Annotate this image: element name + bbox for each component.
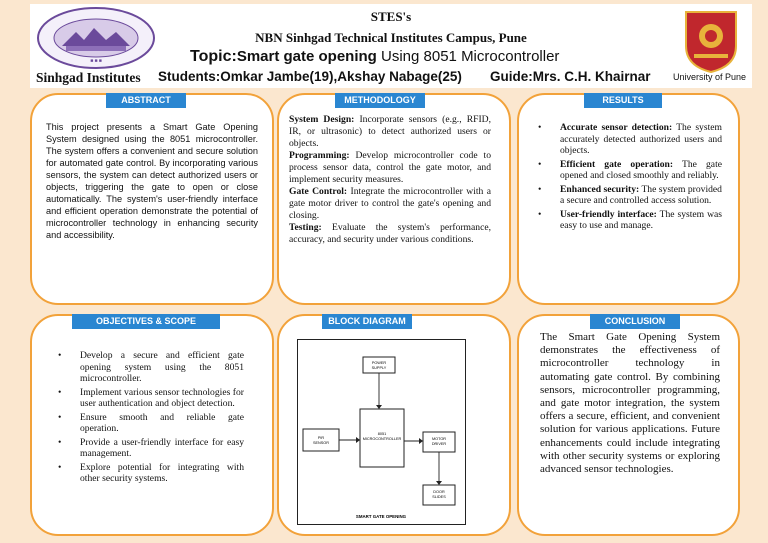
results-list: Accurate sensor detection: The system ac…	[534, 122, 722, 234]
methodology-desc: Integrate the microcontroller with a gat…	[289, 186, 491, 221]
results-desc: The system was easy to use and manage.	[560, 208, 723, 232]
methodology-item: Programming: Develop microcontroller cod…	[289, 150, 491, 186]
results-item: Efficient gate operation: The gate opene…	[534, 159, 722, 182]
mcu-label-2: MICROCONTROLLER	[363, 437, 402, 441]
methodology-term: System Design:	[289, 114, 355, 125]
results-term: Enhanced security:	[560, 183, 640, 195]
pir-sensor-block	[302, 428, 340, 452]
mcu-label-1: 8051	[378, 432, 386, 436]
power-supply-block	[362, 356, 396, 374]
objectives-item: Develop a secure and efficient gate open…	[54, 350, 244, 385]
driver-label-2: DRIVER	[432, 442, 447, 446]
methodology-desc: Incorporate sensors (e.g., RFID, IR, or …	[289, 114, 491, 149]
results-desc: The gate opened and closed smoothly and …	[560, 158, 722, 182]
topic-title: Smart gate opening	[236, 48, 377, 65]
poster-header: ■ ■ ■ Sinhgad Institutes STES's NBN Sinh…	[30, 4, 752, 88]
conclusion-text: The Smart Gate Opening System demonstrat…	[540, 331, 720, 476]
svg-text:■ ■ ■: ■ ■ ■	[90, 59, 102, 64]
conclusion-heading: CONCLUSION	[590, 314, 680, 329]
topic-line: Topic:Smart gate opening Using 8051 Micr…	[190, 48, 559, 66]
students-line: Students:Omkar Jambe(19),Akshay Nabage(2…	[158, 69, 462, 84]
university-name: University of Pune	[672, 72, 746, 82]
objectives-item: Explore potential for integrating with o…	[54, 462, 244, 485]
methodology-term: Programming:	[289, 150, 350, 161]
pir-label-2: SENSOR	[313, 441, 329, 445]
block-diagram-heading: BLOCK DIAGRAM	[322, 314, 412, 329]
methodology-desc: Evaluate the system's performance, accur…	[289, 222, 491, 245]
driver-label-1: MOTOR	[432, 437, 446, 441]
objectives-item: Provide a user-friendly interface for ea…	[54, 437, 244, 460]
objectives-item: Ensure smooth and reliable gate operatio…	[54, 412, 244, 435]
results-desc: The system accurately detected authorize…	[560, 122, 722, 156]
methodology-item: System Design: Incorporate sensors (e.g.…	[289, 114, 491, 150]
abstract-heading: ABSTRACT	[106, 93, 186, 108]
methodology-desc: Develop microcontroller code to process …	[289, 150, 491, 185]
topic-suffix: Using 8051 Microcontroller	[376, 48, 560, 65]
block-diagram: POWER SUPPLY 8051 MICROCONTROLLER PIR SE…	[297, 339, 466, 525]
methodology-term: Gate Control:	[289, 186, 348, 197]
abstract-text: This project presents a Smart Gate Openi…	[46, 122, 258, 240]
methodology-list: System Design: Incorporate sensors (e.g.…	[289, 114, 491, 246]
topic-label: Topic:	[190, 48, 237, 65]
society-name: STES's	[370, 9, 412, 24]
objectives-list: Develop a secure and efficient gate open…	[54, 350, 244, 487]
pir-label-1: PIR	[318, 436, 325, 440]
university-of-pune-logo	[685, 11, 737, 74]
methodology-item: Gate Control: Integrate the microcontrol…	[289, 186, 491, 222]
results-item: User-friendly interface: The system was …	[534, 209, 722, 232]
results-term: User-friendly interface:	[560, 208, 657, 220]
sinhgad-society-logo: ■ ■ ■	[37, 7, 155, 69]
objectives-item: Implement various sensor technologies fo…	[54, 387, 244, 410]
abstract-panel	[30, 93, 274, 305]
guide-line: Guide:Mrs. C.H. Khairnar	[490, 69, 651, 84]
methodology-item: Testing: Evaluate the system's performan…	[289, 222, 491, 246]
power-label-1: POWER	[372, 361, 387, 365]
power-label-2: SUPPLY	[372, 366, 387, 370]
microcontroller-block	[359, 408, 405, 468]
diagram-caption: SMART GATE OPENING	[356, 514, 407, 519]
objectives-heading: OBJECTIVES & SCOPE	[72, 314, 220, 329]
results-heading: RESULTS	[584, 93, 662, 108]
results-desc: The system provided a secure and control…	[560, 183, 722, 207]
door-label-1: DOOR	[433, 490, 445, 494]
methodology-heading: METHODOLOGY	[335, 93, 425, 108]
methodology-term: Testing:	[289, 222, 322, 233]
campus-name: NBN Sinhgad Technical Institutes Campus,…	[255, 30, 527, 45]
results-term: Accurate sensor detection:	[560, 122, 673, 133]
results-item: Accurate sensor detection: The system ac…	[534, 122, 722, 157]
door-label-2: SLIDES	[432, 495, 446, 499]
institute-name: Sinhgad Institutes	[36, 70, 141, 85]
results-term: Efficient gate operation:	[560, 158, 674, 170]
results-item: Enhanced security: The system provided a…	[534, 184, 722, 207]
